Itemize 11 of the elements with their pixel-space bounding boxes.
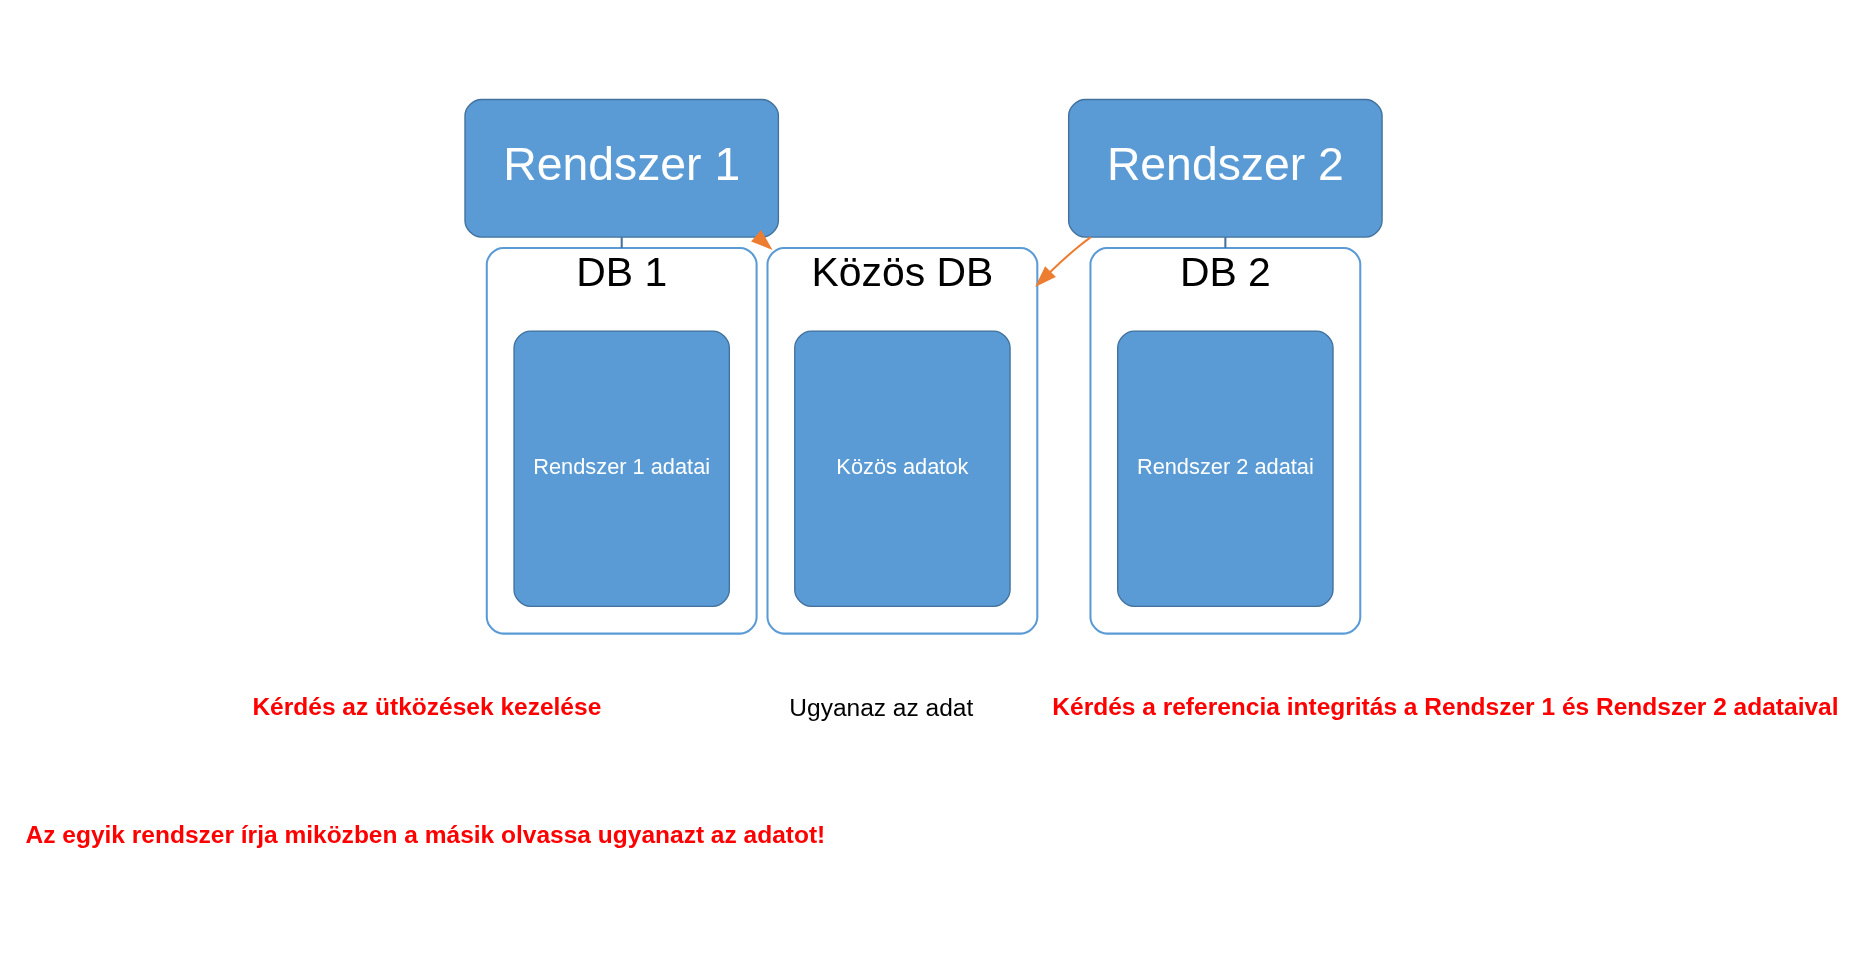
connector: [1224, 237, 1227, 248]
arrow: [751, 229, 773, 250]
node-box: Rendszer 1 adatai: [513, 330, 731, 608]
label: Ugyanaz az adat: [789, 693, 974, 721]
node-box: Rendszer 2: [1067, 98, 1383, 238]
connector: [620, 237, 623, 248]
label: Kérdés a referencia integritás a Rendszer 1 és Rendszer 2 adataival: [1052, 692, 1839, 720]
node-box: Rendszer 2 adatai: [1117, 330, 1334, 608]
label: Kérdés az ütközések kezelése: [252, 692, 602, 720]
label: Az egyik rendszer írja miközben a másik olvassa ugyanazt az adatot!: [25, 820, 826, 848]
node-box: Közös adatok: [794, 330, 1011, 608]
